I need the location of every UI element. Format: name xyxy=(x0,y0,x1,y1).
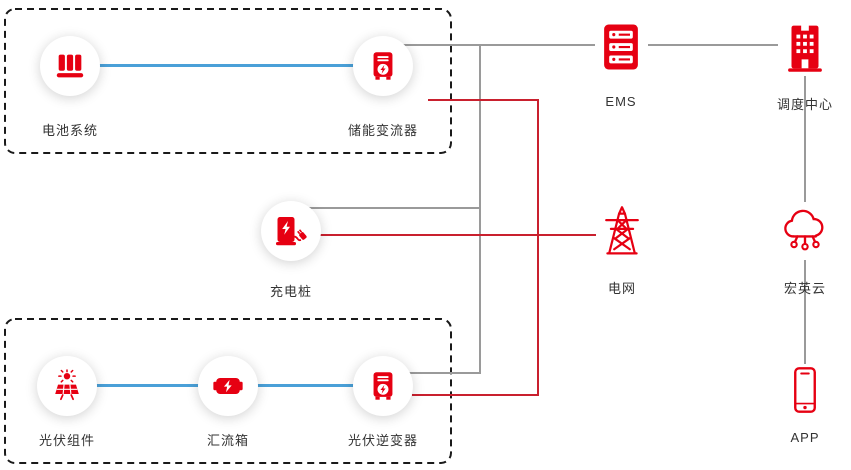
edge-pcs-grid xyxy=(428,99,539,101)
building-icon xyxy=(788,23,822,72)
node-combiner: 汇流箱 xyxy=(198,356,258,449)
node-battery-circle xyxy=(40,36,100,96)
solar-panel-icon xyxy=(55,369,79,401)
pv-inverter-icon xyxy=(373,372,393,400)
edge-inverter-bus xyxy=(405,372,481,374)
node-charger: 充电桩 xyxy=(261,201,321,300)
edge-pv-combiner xyxy=(95,384,200,387)
node-dispatch-label: 调度中心 xyxy=(776,97,834,112)
node-combiner-circle xyxy=(198,356,258,416)
edge-pcs-ems xyxy=(395,44,595,46)
node-pcs: 储能变流器 xyxy=(348,36,418,139)
node-app-label: APP xyxy=(790,430,820,445)
edge-charger-grid xyxy=(315,234,596,236)
smartphone-icon xyxy=(794,367,816,413)
node-cloud-label: 宏英云 xyxy=(783,281,826,296)
node-cloud: 宏英云 xyxy=(777,202,833,297)
ev-charger-icon xyxy=(276,217,307,246)
node-ems: EMS xyxy=(594,20,648,109)
node-inverter-circle xyxy=(352,356,413,416)
storage-system-group-box xyxy=(4,8,452,154)
storage-converter-icon xyxy=(373,52,393,80)
edge-comm-bus xyxy=(479,44,481,374)
node-inverter: 光伏逆变器 xyxy=(348,356,418,449)
edge-inverter-grid xyxy=(412,394,539,396)
node-pcs-circle xyxy=(352,36,413,96)
edge-ems-dispatch xyxy=(648,44,778,46)
edge-dispatch-cloud xyxy=(804,76,806,202)
node-dispatch: 调度中心 xyxy=(777,20,833,113)
combiner-box-icon xyxy=(213,377,243,395)
pv-system-group-box xyxy=(4,318,452,464)
battery-cabinet-icon xyxy=(56,54,84,78)
node-ems-label: EMS xyxy=(605,94,637,109)
server-icon xyxy=(604,24,638,70)
node-grid-label: 电网 xyxy=(607,281,636,296)
edge-cloud-app xyxy=(804,260,806,364)
node-pv-circle xyxy=(37,356,97,416)
node-charger-circle xyxy=(261,201,321,261)
transmission-tower-icon xyxy=(605,206,639,255)
node-grid: 电网 xyxy=(594,202,650,297)
node-pv-label: 光伏组件 xyxy=(38,433,95,448)
node-battery: 电池系统 xyxy=(40,36,100,139)
node-charger-label: 充电桩 xyxy=(269,284,312,299)
node-pcs-label: 储能变流器 xyxy=(347,123,419,138)
edge-combiner-inverter xyxy=(256,384,355,387)
node-battery-label: 电池系统 xyxy=(41,123,98,138)
edge-charger-bus xyxy=(305,207,481,209)
node-inverter-label: 光伏逆变器 xyxy=(347,433,419,448)
edge-power-bus xyxy=(537,99,539,396)
edge-battery-pcs xyxy=(98,64,355,67)
node-combiner-label: 汇流箱 xyxy=(206,433,249,448)
node-app: APP xyxy=(779,364,831,445)
cloud-network-icon xyxy=(784,209,824,251)
node-pv: 光伏组件 xyxy=(37,356,97,449)
